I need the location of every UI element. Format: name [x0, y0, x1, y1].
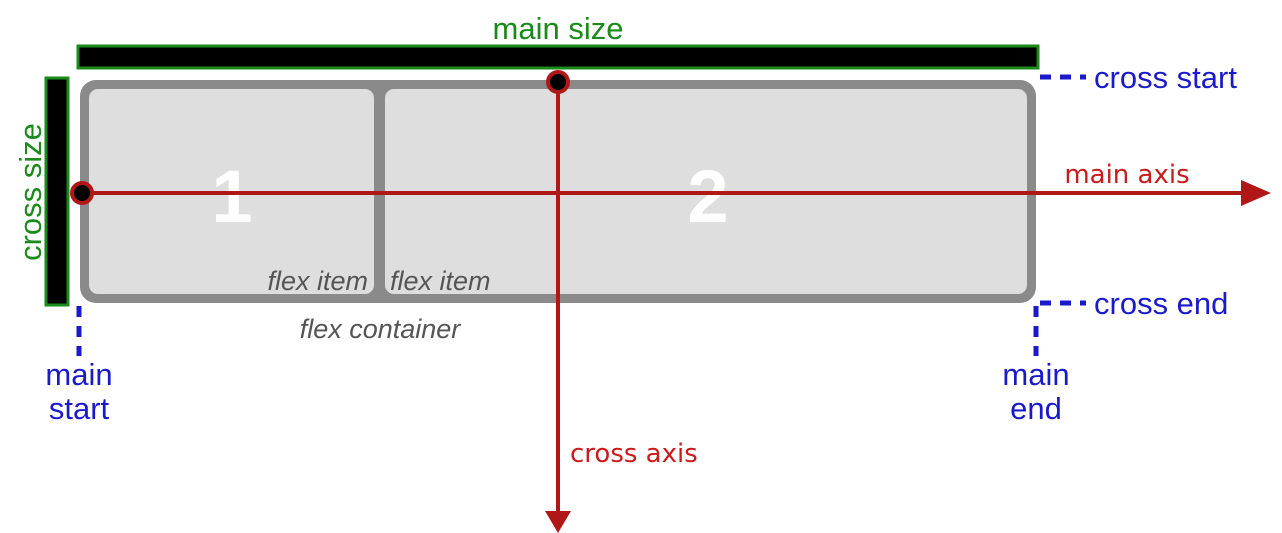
cross-axis-origin-dot: [546, 70, 570, 94]
flex-container-label: flex container: [300, 314, 462, 344]
main-axis-arrowhead: [1241, 180, 1271, 206]
cross-size-bar: [44, 76, 70, 307]
flex-item-1-caption: flex item: [267, 266, 368, 296]
main-size-bar: [76, 44, 1040, 70]
main-size-label: main size: [493, 11, 624, 46]
main-end-label-line1: main: [1002, 357, 1069, 392]
cross-end-label: cross end: [1094, 286, 1228, 321]
flex-item-1-number: 1: [211, 155, 252, 238]
cross-size-label: cross size: [13, 123, 48, 261]
main-end-label-line2: end: [1010, 391, 1062, 426]
main-axis-label: main axis: [1064, 160, 1189, 190]
cross-axis-arrowhead: [545, 511, 571, 533]
cross-start-label: cross start: [1094, 60, 1237, 95]
flex-item-2-number: 2: [687, 155, 728, 238]
main-start-label-line1: main: [45, 357, 112, 392]
main-start-label-line2: start: [49, 391, 110, 426]
cross-axis-label: cross axis: [570, 439, 698, 469]
flex-item-2-caption: flex item: [390, 266, 491, 296]
main-axis-origin-dot: [70, 181, 94, 205]
